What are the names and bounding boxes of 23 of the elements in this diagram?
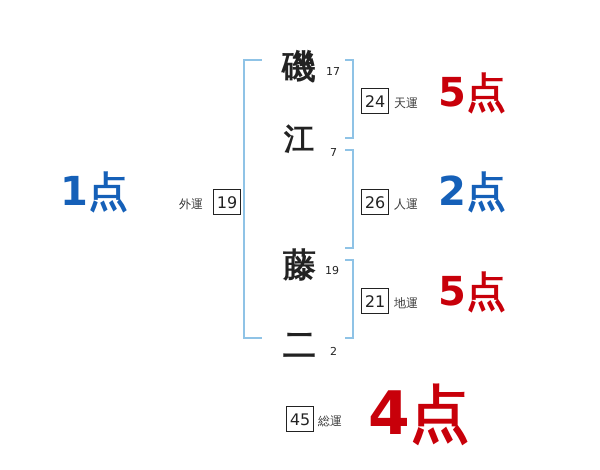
fortune-label: 人運 bbox=[394, 198, 418, 210]
name-character: 磯 bbox=[282, 50, 316, 84]
fortune-label: 総運 bbox=[318, 415, 342, 427]
score-text: 4点 bbox=[368, 384, 470, 444]
score-text: 1点 bbox=[60, 172, 128, 212]
number-box: 19 bbox=[213, 189, 241, 215]
number-box: 21 bbox=[361, 288, 389, 314]
score-text: 5点 bbox=[438, 73, 506, 113]
number-box: 26 bbox=[361, 189, 389, 215]
stroke-count: 2 bbox=[330, 346, 337, 357]
score-text: 5点 bbox=[438, 272, 506, 312]
score-text: 2点 bbox=[438, 172, 506, 212]
name-character: 二 bbox=[283, 328, 316, 361]
stroke-count: 7 bbox=[330, 147, 337, 158]
name-character: 藤 bbox=[283, 248, 316, 281]
fortune-label: 地運 bbox=[394, 297, 418, 309]
fortune-label: 天運 bbox=[394, 97, 418, 109]
stroke-count: 17 bbox=[326, 66, 340, 77]
stroke-count: 19 bbox=[325, 265, 339, 276]
number-box: 45 bbox=[286, 406, 314, 432]
number-box: 24 bbox=[361, 88, 389, 114]
fortune-label: 外運 bbox=[179, 198, 203, 210]
name-character: 江 bbox=[284, 125, 314, 155]
